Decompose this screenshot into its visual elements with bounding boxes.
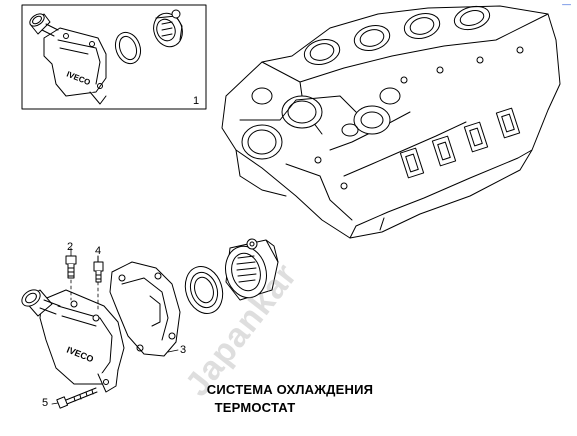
- inset-seal-ring: [114, 31, 142, 65]
- block-port-3: [463, 121, 489, 153]
- inset-view: [21, 4, 207, 110]
- cylinder-bore-2: [353, 25, 391, 51]
- engine-block: [221, 5, 561, 239]
- thermostat-valve: [225, 238, 279, 301]
- inset-thermostat-housing: [43, 27, 107, 97]
- cylinder-bore-3: [403, 13, 441, 39]
- corner-mark: ‒‒: [562, 0, 571, 9]
- block-thermostat-seat: [353, 105, 391, 135]
- inset-number-label: 1: [193, 95, 200, 107]
- part-4-sensor: [93, 255, 104, 283]
- inset-frame: [21, 4, 207, 110]
- thermostat-housing: [21, 289, 125, 393]
- callout-2: 2: [67, 241, 74, 253]
- diagram-title-line2: ТЕРМОСТАТ: [214, 400, 296, 415]
- seal-ring: [184, 266, 224, 314]
- block-port-1: [399, 147, 425, 179]
- part-5-bolt: [56, 387, 98, 409]
- cylinder-bore-1: [303, 39, 341, 65]
- leader-lines: [51, 247, 179, 405]
- part-2-plug: [65, 255, 77, 279]
- diagram-title-line1: СИСТЕМА ОХЛАЖДЕНИЯ: [206, 382, 374, 397]
- cylinder-bore-4: [453, 5, 491, 31]
- callout-5: 5: [42, 397, 49, 409]
- front-bore-3: [251, 87, 273, 105]
- block-port-2: [431, 135, 457, 167]
- callout-4: 4: [95, 245, 102, 257]
- callout-3: 3: [180, 344, 187, 356]
- block-port-4: [495, 107, 521, 139]
- gasket-plate: [109, 261, 181, 357]
